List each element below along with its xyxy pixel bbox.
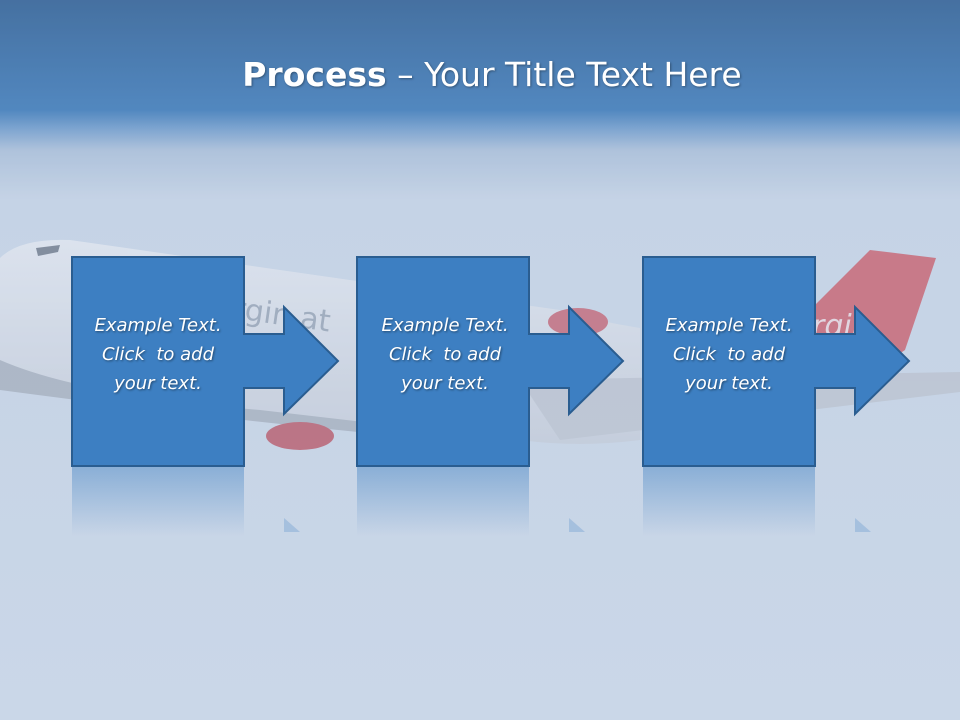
step-1-line-3: your text. — [114, 373, 202, 394]
slide-title[interactable]: Process – Your Title Text Here — [0, 52, 960, 98]
process-step-3-text[interactable]: Example Text. Click to add your text. — [643, 311, 815, 398]
process-step-2[interactable] — [356, 256, 625, 467]
arrow-reflections — [72, 466, 871, 536]
process-step-3[interactable] — [642, 256, 911, 467]
process-step-1-text[interactable]: Example Text. Click to add your text. — [72, 311, 244, 398]
process-step-2-text[interactable]: Example Text. Click to add your text. — [359, 311, 531, 398]
step-3-line-1: Example Text. — [665, 315, 793, 336]
title-bold: Process — [242, 55, 387, 94]
step-3-line-3: your text. — [685, 373, 773, 394]
process-step-1[interactable] — [71, 256, 340, 467]
step-3-line-2: Click to add — [672, 344, 785, 365]
step-2-line-1: Example Text. — [381, 315, 509, 336]
step-2-line-2: Click to add — [388, 344, 501, 365]
step-2-line-3: your text. — [401, 373, 489, 394]
title-rest: – Your Title Text Here — [386, 55, 742, 94]
step-1-line-1: Example Text. — [94, 315, 222, 336]
step-1-line-2: Click to add — [101, 344, 214, 365]
